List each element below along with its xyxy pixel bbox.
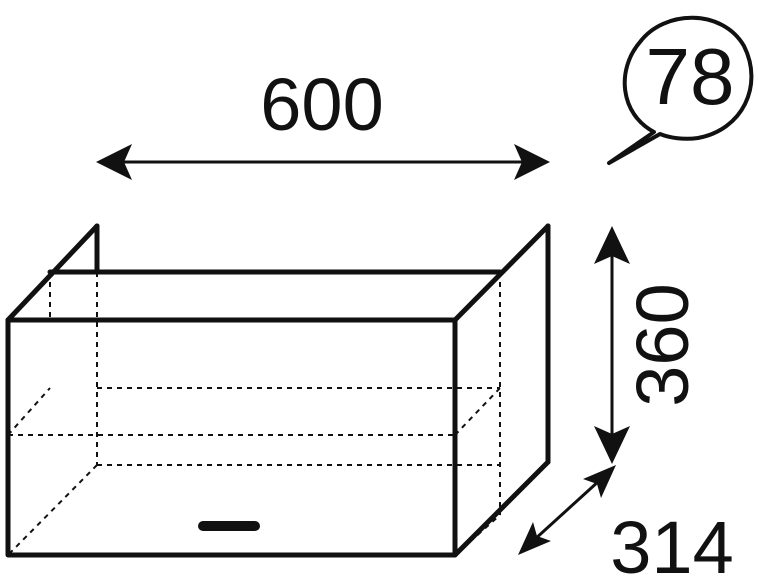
height-dimension: 360 [594,226,704,464]
height-arrow-down-icon [594,426,630,464]
height-label: 360 [621,283,704,406]
depth-dimension-line [532,478,602,542]
door-handle-icon [198,521,260,531]
cabinet-front-face [5,317,458,558]
depth-arrow-lower-icon [518,522,551,555]
height-arrow-up-icon [594,226,630,264]
width-dimension: 600 [96,63,550,180]
depth-arrow-upper-icon [583,465,616,498]
visible-edges [5,223,551,558]
width-arrow-left-icon [96,144,132,180]
hidden-edges [7,272,501,556]
speech-bubble-outline [607,15,754,165]
item-number-bubble: 78 [607,15,754,165]
depth-dimension: 314 [518,465,734,576]
cabinet [5,223,551,558]
depth-label: 314 [610,506,733,576]
width-label: 600 [260,63,383,146]
item-number: 78 [646,32,735,121]
width-arrow-right-icon [514,144,550,180]
